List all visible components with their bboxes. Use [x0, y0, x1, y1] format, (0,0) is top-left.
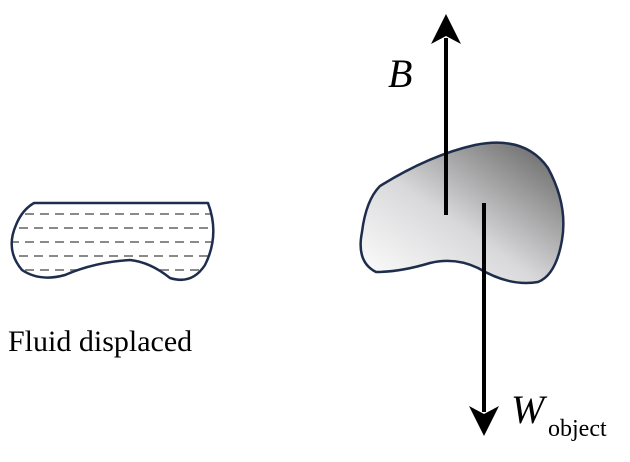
submerged-object-shape [359, 141, 565, 285]
weight-subscript: object [548, 416, 607, 442]
weight-arrow [469, 203, 499, 436]
fluid-displaced-caption: Fluid displaced [8, 325, 192, 358]
weight-label: W [511, 387, 548, 432]
buoyant-force-arrow [431, 14, 461, 215]
buoyant-force-label: B [388, 51, 412, 96]
fluid-displaced-shape [10, 201, 215, 282]
